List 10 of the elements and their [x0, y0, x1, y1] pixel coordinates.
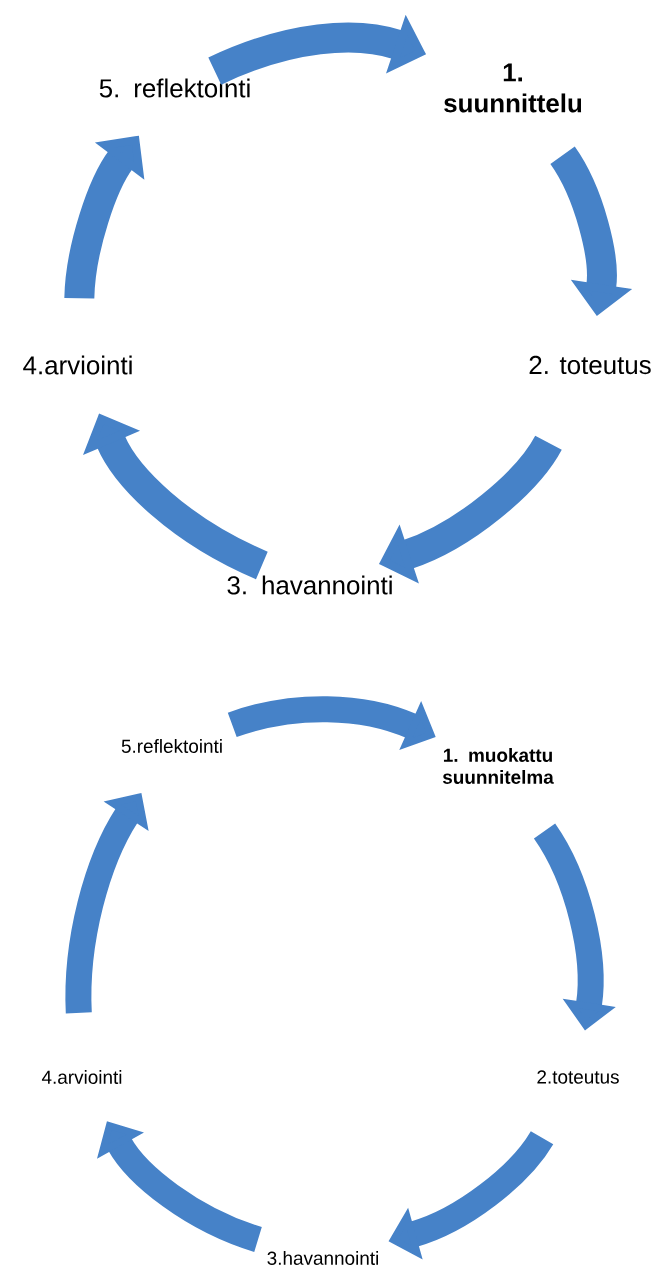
step-label: 5.reflektointi	[121, 739, 222, 753]
step-label: 2. toteutus	[529, 355, 651, 375]
step-label: 4.arviointi	[23, 355, 132, 375]
step-label: 3.havannointi	[267, 1251, 378, 1265]
step-label: 4.arviointi	[41, 1070, 122, 1084]
step-label: 1. muokattu suunnitelma	[442, 748, 554, 784]
step-label: 5. reflektointi	[99, 78, 250, 98]
step-label: 1. suunnittelu	[444, 63, 582, 113]
step-label: 3. havannointi	[227, 575, 392, 595]
step-label: 2.toteutus	[537, 1070, 619, 1084]
